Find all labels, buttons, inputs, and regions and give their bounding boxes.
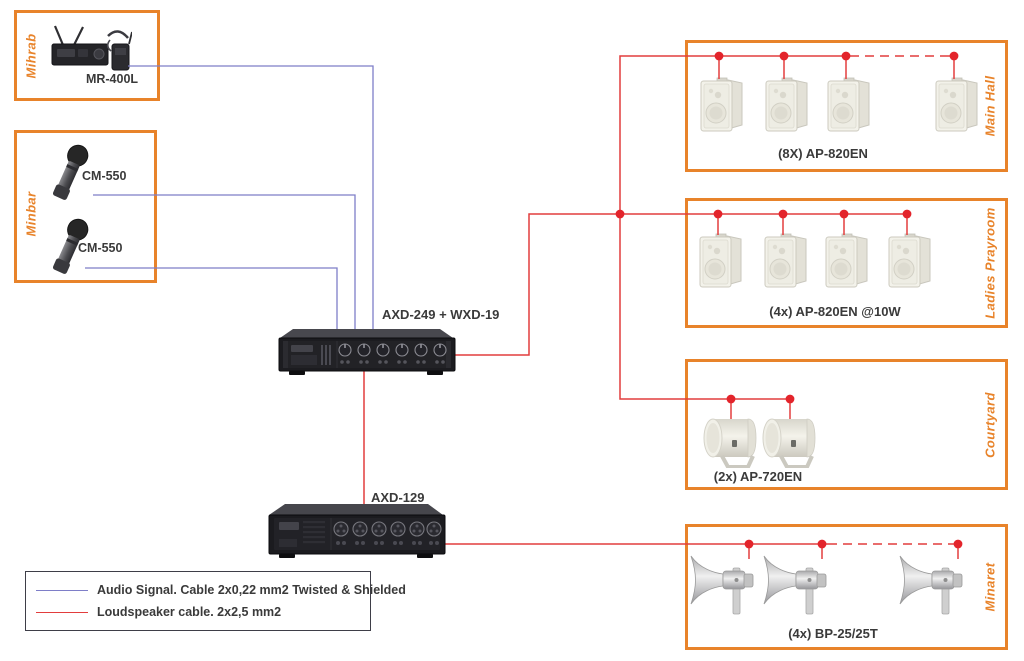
mixer-amplifier-label: AXD-249 + WXD-19	[382, 307, 500, 322]
speaker-cable-legend-label: Loudspeaker cable. 2x2,5 mm2	[97, 605, 282, 619]
courtyard-speakers-label: (2x) AP-720EN	[713, 469, 803, 484]
horn-speaker-icon	[762, 555, 836, 615]
horn-speaker-icon	[898, 555, 972, 615]
legend-row-audio: Audio Signal. Cable 2x0,22 mm2 Twisted &…	[36, 583, 406, 597]
wall-speaker-icon	[823, 233, 869, 291]
wall-speaker-icon	[886, 233, 932, 291]
wall-speaker-icon	[933, 77, 979, 135]
speaker-cable-swatch	[36, 611, 88, 613]
wall-speaker-icon	[697, 233, 743, 291]
minbar-mic1-label: CM-550	[82, 169, 127, 183]
wall-speaker-icon	[763, 77, 809, 135]
audio-cable-swatch	[36, 589, 88, 591]
booster-amplifier-icon	[267, 503, 447, 567]
audio-cable-legend-label: Audio Signal. Cable 2x0,22 mm2 Twisted &…	[97, 583, 406, 597]
wall-speaker-icon	[825, 77, 871, 135]
projector-speaker-icon	[702, 416, 760, 468]
courtyard-zone-label: Courtyard	[982, 391, 998, 458]
ladies-prayroom-speakers-label: (4x) AP-820EN @10W	[769, 304, 901, 319]
mixer-amplifier-icon	[277, 328, 457, 383]
horn-speaker-icon	[689, 555, 763, 615]
minaret-speakers-label: (4x) BP-25/25T	[788, 626, 878, 641]
minbar-zone-label: Minbar	[23, 191, 39, 237]
courtyard-zone-box: Courtyard (2x) AP-720EN	[685, 359, 1008, 490]
main-hall-speakers-label: (8X) AP-820EN	[778, 146, 868, 161]
handheld-mic-icon	[48, 217, 92, 279]
main-hall-zone-box: Main Hall	[685, 40, 1008, 172]
ladies-prayroom-zone-label: Ladies Prayroom	[982, 207, 998, 319]
audio-cable-mihrab	[128, 65, 374, 336]
booster-amplifier-label: AXD-129	[371, 490, 425, 505]
mihrab-zone-label: Mihrab	[23, 32, 39, 79]
wireless-mic-system-icon	[50, 24, 132, 76]
projector-speaker-icon	[761, 416, 819, 468]
minaret-zone-label: Minaret	[982, 562, 998, 612]
ladies-prayroom-zone-box: Ladies Prayroom	[685, 198, 1008, 328]
minbar-zone-box: Minbar CM-550 CM-550	[14, 130, 157, 283]
main-hall-zone-label: Main Hall	[982, 75, 998, 137]
mihrab-zone-box: Mihrab MR-400L	[14, 10, 160, 101]
handheld-mic-icon	[48, 143, 92, 205]
legend-row-speaker: Loudspeaker cable. 2x2,5 mm2	[36, 605, 364, 619]
mihrab-device-label: MR-400L	[85, 72, 139, 86]
minbar-mic2-label: CM-550	[78, 241, 123, 255]
wall-speaker-icon	[698, 77, 744, 135]
minaret-zone-box: Minaret	[685, 524, 1008, 650]
cable-legend: Audio Signal. Cable 2x0,22 mm2 Twisted &…	[25, 571, 406, 631]
wall-speaker-icon	[762, 233, 808, 291]
